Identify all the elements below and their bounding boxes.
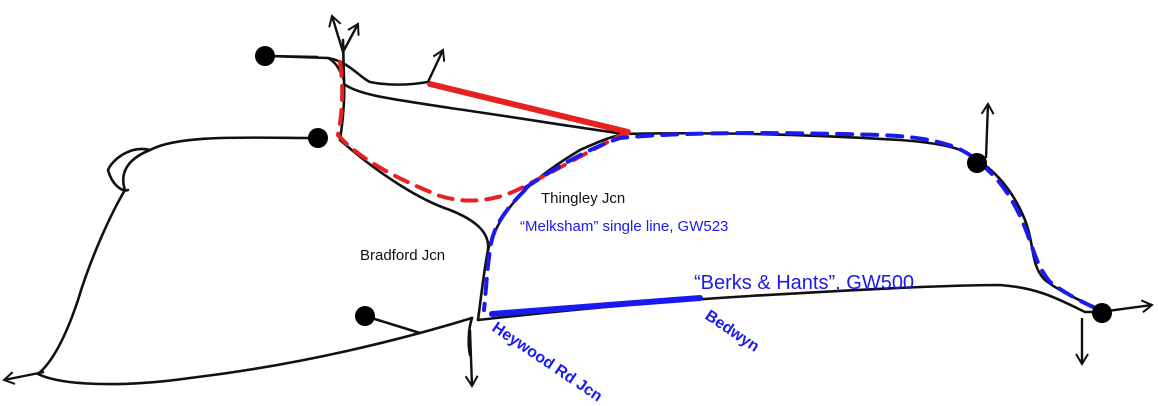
label-thingley-jcn: Thingley Jcn: [541, 190, 625, 207]
red-solid-line: [427, 81, 631, 135]
arrow-west: [2, 370, 45, 385]
label-heywood-rd-jcn: Heywood Rd Jcn: [489, 319, 605, 405]
western-loop-track: [36, 136, 474, 386]
blue-dashed-melksham: [482, 188, 527, 312]
label-melksham-line: “Melksham” single line, GW523: [520, 218, 728, 235]
arrow-south: [464, 329, 479, 388]
label-bradford-jcn: Bradford Jcn: [360, 247, 445, 264]
station-dot-southeast: [1092, 303, 1112, 323]
bradford-link-track: [338, 138, 490, 322]
track-network: [36, 38, 1102, 386]
station-dot-southwest: [355, 306, 375, 326]
north-to-thingley-track: [342, 82, 627, 136]
arrow-north-3: [426, 48, 446, 83]
heywood-south-track: [467, 316, 474, 357]
station-dot-north: [255, 46, 275, 66]
label-bedwyn: Bedwyn: [702, 307, 762, 355]
blue-route: [482, 131, 1107, 317]
station-dot-east: [967, 153, 987, 173]
station-dot-bradford-north: [308, 128, 328, 148]
arrow-east-north: [980, 102, 995, 159]
blue-dashed-east: [523, 131, 1107, 314]
station-dots: [255, 46, 1112, 335]
arrow-north-2: [341, 22, 360, 53]
north-junction-curve: [326, 56, 430, 86]
label-berks-hants: “Berks & Hants”, GW500: [694, 272, 914, 294]
western-spur-bulge: [106, 147, 152, 192]
blue-solid-line: [489, 295, 703, 317]
arrow-north-1: [328, 14, 345, 53]
